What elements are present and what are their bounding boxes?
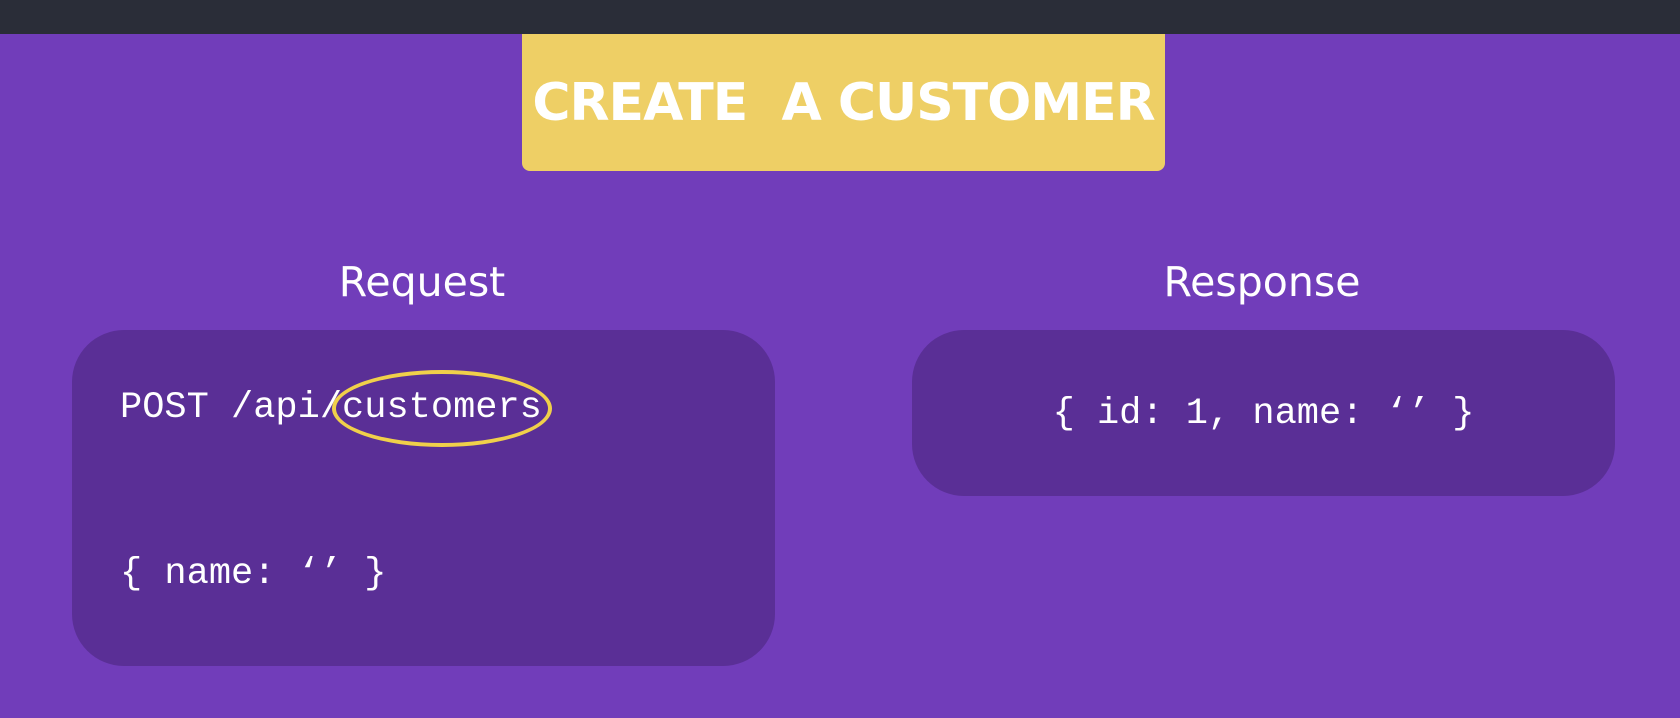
request-heading: Request bbox=[338, 258, 506, 306]
response-panel: { id: 1, name: ‘’ } bbox=[912, 330, 1615, 496]
request-panel: POST /api/customers { name: ‘’ } bbox=[72, 330, 775, 666]
request-body: { name: ‘’ } bbox=[120, 553, 387, 595]
slide-title: CREATE A CUSTOMER bbox=[532, 72, 1155, 133]
response-heading: Response bbox=[1163, 258, 1361, 306]
request-method-path: POST /api/ bbox=[120, 387, 343, 429]
response-body: { id: 1, name: ‘’ } bbox=[1052, 393, 1475, 435]
request-line: POST /api/customers bbox=[120, 370, 552, 447]
highlight-ellipse bbox=[332, 370, 552, 447]
highlighted-resource: customers bbox=[332, 370, 552, 447]
top-bar bbox=[0, 0, 1680, 34]
title-banner: CREATE A CUSTOMER bbox=[522, 34, 1165, 171]
